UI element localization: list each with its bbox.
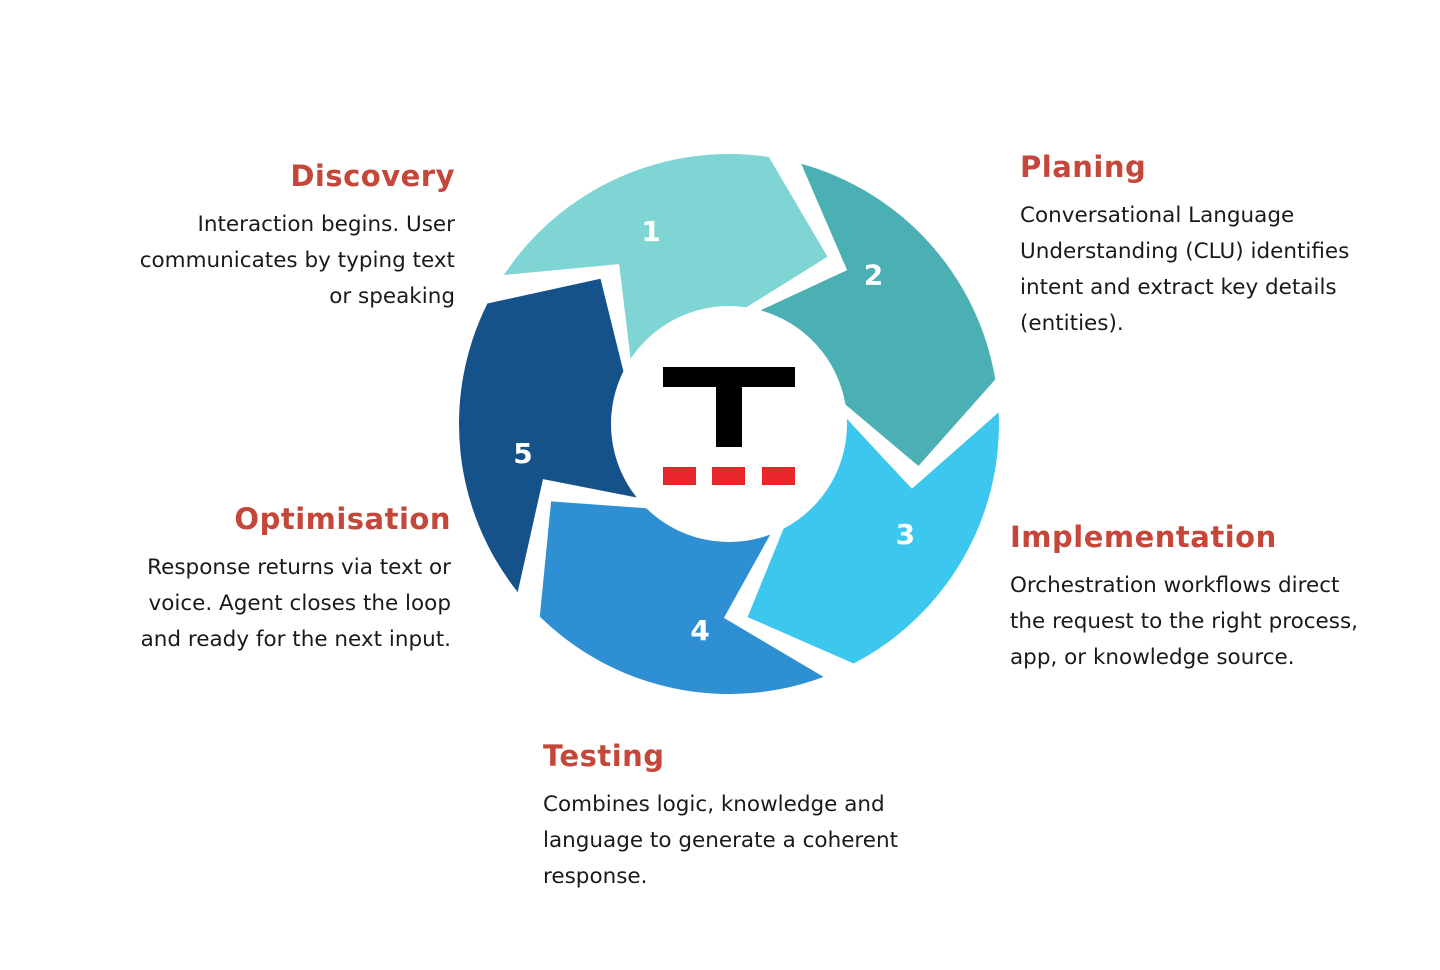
- description-line: Response returns via text or: [147, 555, 451, 581]
- description-line: response.: [543, 864, 648, 890]
- step-heading: Testing: [543, 739, 665, 773]
- segment-number-3: 3: [896, 518, 915, 551]
- step-discovery-block: Discovery Interaction begins. User commu…: [140, 159, 455, 315]
- description-line: voice. Agent closes the loop: [148, 591, 451, 617]
- cycle-segment-discovery: [503, 154, 828, 359]
- segment-number-4: 4: [690, 614, 709, 647]
- description-line: the request to the right process,: [1010, 609, 1359, 635]
- description-line: Interaction begins. User: [197, 212, 455, 238]
- step-testing-block: Testing Combines logic, knowledge and la…: [543, 739, 898, 895]
- description-line: language to generate a coherent: [543, 828, 899, 854]
- description-line: Orchestration workflows direct: [1010, 573, 1340, 599]
- step-description: Combines logic, knowledge and language t…: [543, 787, 898, 895]
- description-line: or speaking: [329, 284, 455, 310]
- segment-number-1: 1: [641, 215, 660, 248]
- segment-number-2: 2: [864, 258, 883, 291]
- description-line: Understanding (CLU) identifies: [1020, 239, 1350, 265]
- description-line: communicates by typing text: [139, 248, 455, 274]
- step-heading: Optimisation: [234, 502, 451, 536]
- step-optimisation-block: Optimisation Response returns via text o…: [141, 502, 451, 658]
- description-line: intent and extract key details: [1020, 275, 1337, 301]
- step-description: Orchestration workflows direct the reque…: [1010, 568, 1358, 676]
- step-heading: Planing: [1020, 150, 1147, 184]
- description-line: (entities).: [1020, 311, 1124, 337]
- cycle-segment-optimisation: [459, 278, 637, 593]
- description-line: Combines logic, knowledge and: [543, 792, 885, 818]
- segment-number-5: 5: [513, 437, 532, 470]
- t-logo-icon: [663, 367, 795, 485]
- description-line: and ready for the next input.: [140, 627, 451, 653]
- cycle-segment-testing: [539, 501, 824, 695]
- step-description: Conversational Language Understanding (C…: [1020, 198, 1349, 342]
- cycle-segment-planing: [760, 163, 996, 467]
- cycle-segment-implementation: [747, 412, 999, 664]
- step-description: Interaction begins. User communicates by…: [140, 207, 455, 315]
- description-line: Conversational Language: [1020, 203, 1295, 229]
- step-planing-block: Planing Conversational Language Understa…: [1020, 150, 1349, 342]
- step-heading: Discovery: [290, 159, 455, 193]
- step-implementation-block: Implementation Orchestration workflows d…: [1010, 520, 1358, 676]
- description-line: app, or knowledge source.: [1010, 645, 1295, 671]
- step-heading: Implementation: [1010, 520, 1277, 554]
- step-description: Response returns via text or voice. Agen…: [141, 550, 451, 658]
